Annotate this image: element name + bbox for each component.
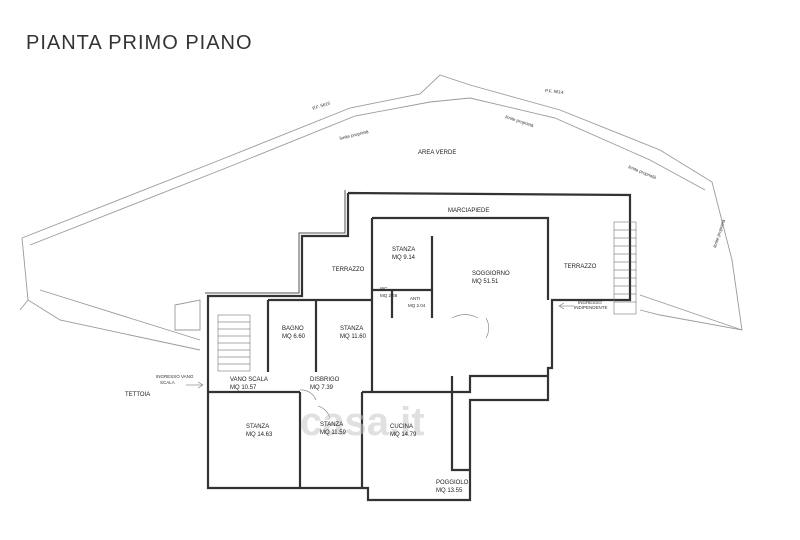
room-poggiolo-area: MQ 13.55	[436, 488, 463, 494]
room-terrazzo-right: TERRAZZO	[564, 264, 597, 270]
room-cucina-name: CUCINA	[390, 424, 413, 430]
label-ingresso-vano-line1: INGRESSO VANO	[156, 374, 194, 379]
label-ingresso-vano-line2: SCALA	[160, 380, 175, 385]
ingresso-ind-arrowhead	[558, 302, 565, 310]
plan-title: PIANTA PRIMO PIANO	[26, 32, 253, 54]
stair-right	[613, 221, 637, 315]
door-swings	[299, 314, 489, 419]
label-pf-left: P.F. 5615	[312, 100, 332, 111]
label-ingresso-ind-line2: INDIPENDENTE	[574, 305, 608, 310]
room-bagno-area: MQ 6.60	[282, 334, 306, 340]
room-cucina-area: MQ 14.79	[390, 432, 417, 438]
room-stanza-mid-name: STANZA	[340, 326, 363, 332]
label-tettoia: TETTOIA	[125, 392, 150, 398]
label-marciapiede: MARCIAPIEDE	[448, 208, 489, 214]
room-stanza-bl-area: MQ 14.63	[246, 432, 273, 438]
watermark: casa.it	[300, 400, 425, 444]
room-stanza-bm-name: STANZA	[320, 422, 343, 428]
room-stanza-mid-area: MQ 11.60	[340, 334, 367, 340]
label-limite-3: limite proprietà	[628, 164, 658, 180]
room-stanza-bm-area: MQ 11.59	[320, 430, 347, 436]
room-soggiorno-area: MQ 51.51	[472, 279, 499, 285]
room-wc-area: MQ 2.48	[380, 293, 398, 298]
room-soggiorno-name: SOGGIORNO	[472, 271, 510, 277]
room-anti-area: MQ 2.04	[408, 303, 426, 308]
room-terrazzo-left: TERRAZZO	[332, 267, 365, 273]
room-bagno-name: BAGNO	[282, 326, 304, 332]
room-stanza-top-name: STANZA	[392, 247, 415, 253]
stair-left	[217, 314, 251, 372]
room-stanza-bl-name: STANZA	[246, 424, 269, 430]
room-disbrigo-name: DISBRIGO	[310, 377, 340, 383]
label-limite-4: limite proprietà	[712, 218, 726, 248]
room-poggiolo-name: POGGIOLO	[436, 480, 469, 486]
room-disbrigo-area: MQ 7.39	[310, 385, 334, 391]
room-vano-scala-area: MQ 10.57	[230, 385, 257, 391]
building-walls	[205, 190, 632, 502]
room-stanza-top-area: MQ 9.14	[392, 255, 416, 261]
label-limite-1: limite proprietà	[339, 129, 369, 141]
label-area-verde: AREA VERDE	[418, 150, 456, 156]
ingresso-vano-arrowhead	[197, 381, 204, 389]
label-pf-right: P.F. 5614	[545, 88, 564, 95]
site-boundary	[19, 74, 743, 351]
room-anti-name: ANTI	[410, 296, 420, 301]
label-ingresso-ind-line1: INGRESSO	[578, 300, 602, 305]
room-wc-name: WC	[380, 286, 388, 291]
label-limite-2: limite proprietà	[505, 114, 535, 128]
room-vano-scala-name: VANO SCALA	[230, 377, 268, 383]
